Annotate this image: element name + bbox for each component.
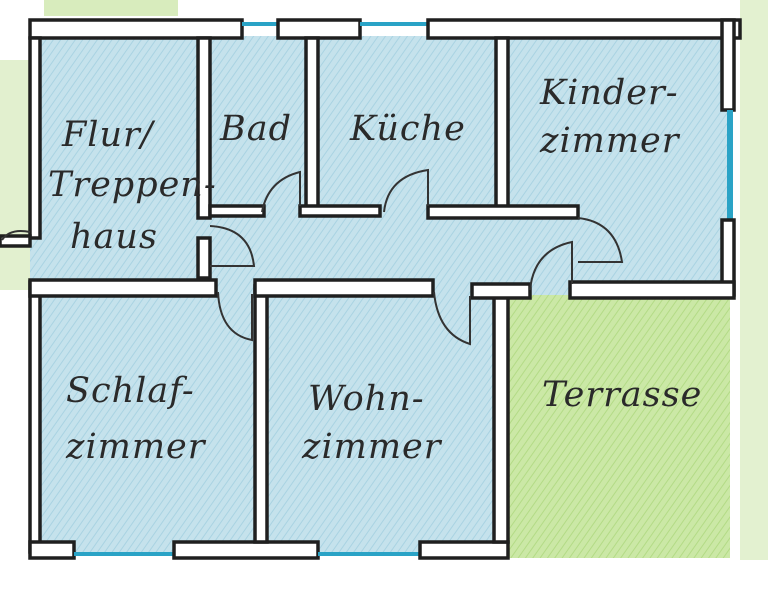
window-top-2 <box>360 22 428 26</box>
label-wohn-line2: zimmer <box>301 427 443 467</box>
outside-green-right <box>740 0 768 560</box>
label-kueche: Küche <box>349 109 466 149</box>
label-flur-line1: Flur/ <box>61 115 156 155</box>
label-flur-line2: Treppen- <box>48 165 217 205</box>
door-swing-wohn <box>433 291 471 346</box>
label-bad: Bad <box>219 109 292 149</box>
window-bottom-1 <box>74 552 174 556</box>
outer-wall-top-left <box>28 18 244 40</box>
door-swing-bad <box>261 170 301 213</box>
terrace-floor <box>508 295 730 558</box>
wall-stub-corridor <box>470 282 532 300</box>
wall-flur-corridor <box>196 236 212 280</box>
outer-wall-top-right <box>426 18 742 40</box>
wall-flur-bottom <box>0 234 32 248</box>
label-kinder-line1: Kinder- <box>539 73 679 113</box>
label-schlaf-line1: Schlaf- <box>66 371 195 411</box>
label-kinder-line2: zimmer <box>539 121 681 161</box>
label-schlaf-line2: zimmer <box>65 427 207 467</box>
wall-kueche-bottom-right <box>426 204 580 220</box>
wall-terrasse-top <box>568 280 736 300</box>
outer-wall-bottom-left <box>28 540 76 560</box>
wall-wohn-terrasse <box>492 288 510 544</box>
door-swing-schlaf <box>217 291 253 342</box>
outer-wall-left-bottom <box>28 280 42 554</box>
wall-kueche-bottom-left <box>298 204 382 218</box>
door-swing-flur <box>209 225 256 267</box>
outer-wall-right <box>720 18 736 112</box>
outer-wall-top-mid <box>276 18 362 40</box>
window-right <box>727 110 733 220</box>
label-terrasse: Terrasse <box>542 375 702 415</box>
wall-flur-bad <box>196 36 212 220</box>
outer-wall-left-top <box>28 36 42 240</box>
outside-green-left <box>0 60 30 290</box>
wall-schlaf-wohn <box>253 284 269 544</box>
window-bottom-2 <box>318 552 420 556</box>
wall-kueche-kinder <box>494 36 510 216</box>
outside-green-top <box>44 0 178 16</box>
door-swing-terrasse <box>529 240 573 291</box>
label-wohn-line1: Wohn- <box>308 379 425 419</box>
wall-bad-kueche <box>304 36 320 216</box>
outer-wall-bottom-right <box>418 540 510 560</box>
label-flur-line3: haus <box>70 217 158 257</box>
wall-bad-bottom <box>208 204 266 218</box>
door-swing-kinder <box>577 217 624 263</box>
wall-wohn-top <box>253 278 435 298</box>
window-top-1 <box>242 22 278 26</box>
door-swing-entrance <box>1 230 31 241</box>
wall-schlaf-top <box>28 278 218 298</box>
door-swing-kueche <box>383 168 429 213</box>
outer-wall-bottom-mid <box>172 540 320 560</box>
